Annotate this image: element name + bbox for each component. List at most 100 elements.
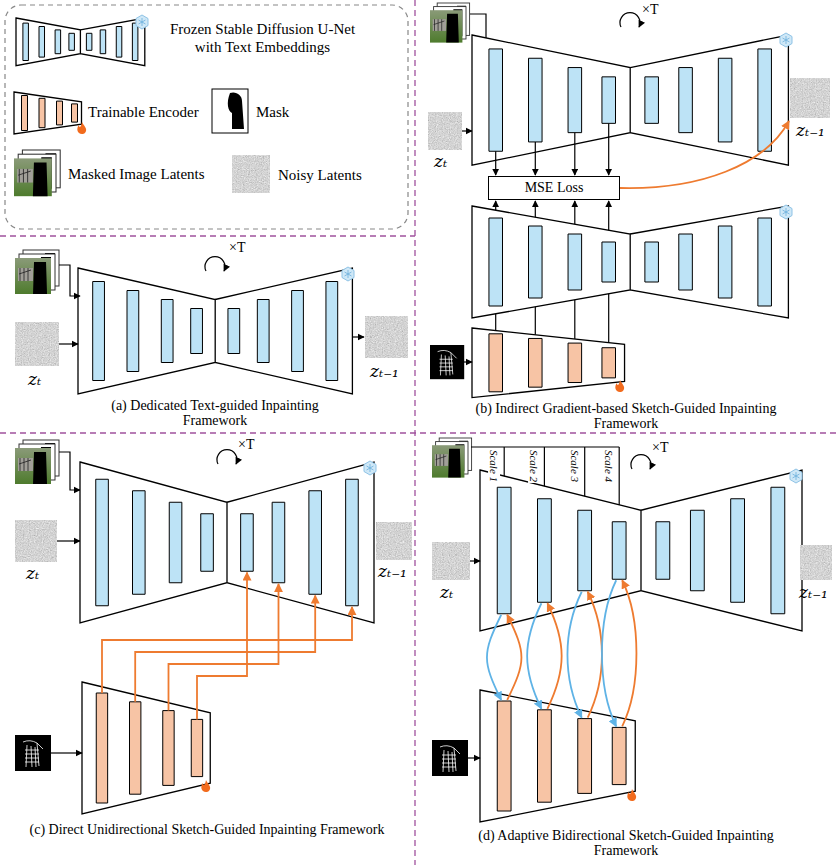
unet bbox=[480, 470, 802, 631]
legend-text: Frozen Stable Diffusion U-Net with Text … bbox=[155, 20, 370, 56]
input-arrow bbox=[468, 757, 480, 758]
loop bbox=[620, 13, 640, 27]
masked-image bbox=[15, 440, 59, 484]
injection-arrow bbox=[169, 584, 279, 711]
output-latent bbox=[800, 545, 832, 580]
repeat-label: ×T bbox=[229, 240, 245, 256]
sketch bbox=[432, 740, 468, 776]
trainable-icon bbox=[627, 789, 636, 801]
loop bbox=[205, 257, 225, 271]
feature-arrow bbox=[608, 123, 609, 175]
legend-text: Trainable Encoder bbox=[88, 103, 199, 121]
noisy-latent bbox=[15, 322, 59, 366]
panel-divider bbox=[0, 235, 415, 236]
legend-flame bbox=[77, 122, 86, 134]
latent-label: zₜ₋₁ bbox=[370, 361, 399, 381]
masked-image bbox=[432, 438, 472, 478]
loop bbox=[217, 450, 237, 464]
frozen-icon bbox=[364, 461, 376, 475]
feature-arrow bbox=[574, 133, 575, 175]
legend-unet bbox=[16, 18, 145, 66]
noisy-latent bbox=[428, 112, 462, 150]
scale-label: Scale 1 bbox=[488, 449, 500, 483]
loop bbox=[631, 455, 651, 469]
frozen-icon bbox=[780, 205, 792, 219]
input-arrow bbox=[59, 452, 80, 490]
up-arrow bbox=[622, 580, 636, 726]
injection-arrow bbox=[197, 573, 247, 720]
frozen-icon bbox=[342, 267, 354, 281]
down-arrow bbox=[487, 615, 501, 700]
sketch bbox=[15, 735, 51, 771]
up-arrow bbox=[588, 592, 602, 718]
legend-frozen bbox=[136, 15, 148, 29]
legend-frame bbox=[5, 5, 408, 229]
output-arrow bbox=[352, 336, 364, 337]
masked-image bbox=[15, 250, 59, 294]
trainable-icon bbox=[201, 780, 210, 792]
legend-text: Masked Image Latents bbox=[68, 165, 205, 183]
input-arrow bbox=[470, 560, 480, 561]
input-arrow bbox=[57, 540, 80, 541]
encoder bbox=[472, 328, 625, 398]
scale-label: Scale 2 bbox=[528, 449, 540, 483]
frozen-icon bbox=[790, 469, 802, 483]
up-arrow bbox=[507, 615, 521, 700]
loss-box: MSE Loss bbox=[488, 176, 620, 200]
noisy-latent bbox=[432, 542, 470, 580]
gradient-arrow bbox=[620, 121, 789, 188]
legend-masked-image bbox=[14, 150, 60, 196]
feature-arrow bbox=[535, 142, 536, 175]
frozen-icon bbox=[780, 33, 792, 47]
latent-label: zₜ bbox=[440, 582, 453, 602]
injection-arrow bbox=[135, 596, 315, 702]
unet bbox=[472, 206, 788, 318]
legend-noisy-latents bbox=[232, 155, 270, 193]
output-latent bbox=[376, 522, 412, 560]
encoder bbox=[82, 682, 210, 814]
latent-label: zₜ bbox=[434, 151, 447, 171]
panel-divider bbox=[0, 432, 837, 433]
repeat-label: ×T bbox=[652, 440, 668, 456]
panel-caption: (d) Adaptive Bidirectional Sketch-Guided… bbox=[446, 828, 806, 858]
input-arrow bbox=[464, 361, 472, 362]
output-latent bbox=[790, 78, 830, 118]
scale-bus bbox=[471, 446, 619, 447]
scale-label: Scale 4 bbox=[603, 449, 615, 483]
masked-image bbox=[430, 3, 470, 43]
up-arrow bbox=[547, 603, 561, 709]
encoder bbox=[480, 690, 635, 822]
unet bbox=[78, 268, 352, 394]
output-latent bbox=[365, 316, 408, 358]
legend-mask bbox=[212, 89, 248, 133]
panel-caption: (b) Indirect Gradient-based Sketch-Guide… bbox=[446, 401, 806, 431]
legend-mask-shape bbox=[228, 92, 244, 129]
input-arrow bbox=[462, 130, 472, 131]
repeat-label: ×T bbox=[642, 2, 658, 18]
latent-label: zₜ bbox=[26, 563, 39, 583]
input-arrow bbox=[59, 343, 78, 344]
latent-label: zₜ bbox=[28, 369, 41, 389]
down-arrow bbox=[527, 603, 541, 709]
latent-label: zₜ₋₁ bbox=[378, 561, 407, 581]
latent-label: zₜ₋₁ bbox=[796, 120, 825, 140]
down-arrow bbox=[602, 580, 616, 726]
panel-caption: (c) Direct Unidirectional Sketch-Guided … bbox=[27, 822, 387, 837]
bidirectional-arrows bbox=[487, 580, 637, 726]
trainable-icon bbox=[615, 380, 624, 392]
feature-arrow bbox=[495, 151, 496, 175]
injection-arrows bbox=[102, 573, 352, 720]
legend-encoder bbox=[14, 92, 82, 134]
scale-label: Scale 3 bbox=[569, 449, 581, 483]
legend-text: Noisy Latents bbox=[278, 166, 362, 184]
down-arrow bbox=[567, 592, 581, 718]
unet bbox=[80, 462, 374, 623]
sketch bbox=[430, 345, 464, 379]
node-text: MSE Loss bbox=[525, 180, 584, 196]
legend-text: Mask bbox=[256, 103, 289, 121]
noisy-latent bbox=[15, 520, 57, 562]
panel-caption: (a) Dedicated Text-guided Inpainting Fra… bbox=[105, 398, 325, 428]
